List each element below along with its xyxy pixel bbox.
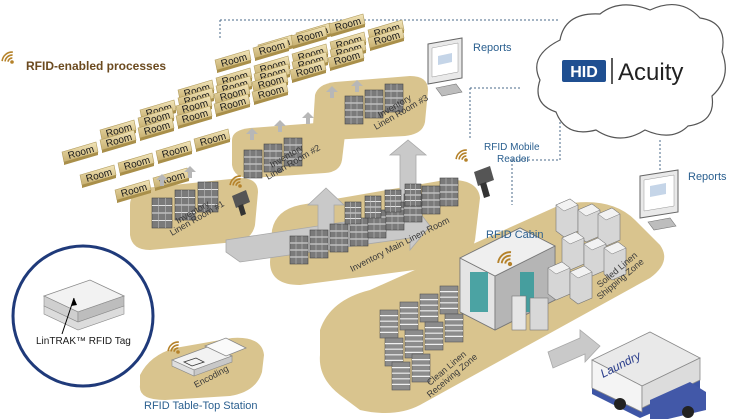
room-tile: Room <box>251 81 289 105</box>
shelf-unit <box>364 195 382 219</box>
room-tile: Room <box>137 117 175 141</box>
room-tile: Room <box>327 47 365 71</box>
room-tile: Room <box>155 140 193 164</box>
rack <box>384 337 404 367</box>
diagram-title: RFID-enabled processes <box>26 59 166 73</box>
rack <box>399 301 419 331</box>
shelf-unit <box>283 137 303 167</box>
rack <box>424 321 444 351</box>
mobile-reader-line2: Reader <box>497 154 530 165</box>
reports-monitor-right-icon <box>639 169 679 231</box>
flow-arrow-small <box>246 128 258 140</box>
laundry-truck-icon: Laundry <box>591 331 706 419</box>
shelf-unit <box>197 181 219 213</box>
tabletop-label: RFID Table-Top Station <box>144 400 258 412</box>
shelf-unit <box>309 229 329 259</box>
hid-logo-box <box>562 60 606 82</box>
cart <box>547 261 571 301</box>
rack <box>439 285 459 315</box>
shelf-unit <box>263 143 283 173</box>
cart <box>603 241 627 281</box>
room-tile: Room <box>367 27 405 51</box>
rfid-wave-icon <box>229 175 242 188</box>
rack <box>411 353 431 383</box>
room-tile: Room <box>214 49 252 73</box>
tag-label: LinTRAK™ RFID Tag <box>36 336 131 347</box>
shelf-unit <box>289 235 309 265</box>
room-tile: Room <box>252 37 290 61</box>
tabletop-station-icon <box>170 337 247 377</box>
room-tile: Room <box>79 164 117 188</box>
shelf-unit <box>344 95 364 125</box>
shelving-units <box>151 83 459 265</box>
room-grid: RoomRoomRoomRoomRoomRoomRoomRoomRoomRoom… <box>61 13 405 203</box>
room-tile: Room <box>99 129 137 153</box>
rack <box>379 309 399 339</box>
soiled-linen-carts-icon <box>547 198 627 305</box>
cabin-label: RFID Cabin <box>486 229 543 241</box>
rack <box>404 329 424 359</box>
flow-arrow-small <box>351 80 363 92</box>
flow-arrow-small <box>274 120 286 132</box>
room-tile: Room <box>61 141 99 165</box>
room-tile: Room <box>328 13 366 37</box>
cart <box>569 265 593 305</box>
shelf-unit <box>384 83 404 113</box>
shelf-unit <box>151 197 173 229</box>
flow-arrow-small <box>184 166 196 178</box>
rfid-wave-icon <box>1 51 14 64</box>
reports-monitor-top-icon <box>427 37 463 97</box>
rfid-cabin-icon <box>459 227 556 331</box>
rack <box>391 361 411 391</box>
mobile-reader-icon-small <box>232 190 250 216</box>
shelf-unit <box>243 149 263 179</box>
room-tile: Room <box>289 59 327 83</box>
rack <box>444 313 464 343</box>
room-tile: Room <box>290 25 328 49</box>
shelf-unit <box>344 201 362 225</box>
rfid-wave-icon <box>455 149 468 162</box>
hid-brand: HID <box>570 64 598 81</box>
room-tile: Room <box>114 179 152 203</box>
shelf-unit <box>174 189 196 221</box>
room-tile: Room <box>213 93 251 117</box>
flow-arrow-small <box>326 86 338 98</box>
clean-linen-racks-icon <box>379 285 464 391</box>
mobile-reader-icon <box>474 166 494 198</box>
rfid-tag-callout <box>11 244 155 388</box>
reports-label-top: Reports <box>473 42 512 54</box>
shelf-unit <box>421 185 441 215</box>
rfid-wave-icon <box>497 251 513 267</box>
shelf-unit <box>439 177 459 207</box>
flow-arrow-small <box>156 174 168 186</box>
room-flow-arrows <box>156 80 363 186</box>
reports-label-right: Reports <box>688 171 727 183</box>
room-tile: Room <box>117 152 155 176</box>
shelf-unit <box>329 223 349 253</box>
cart <box>555 198 579 238</box>
cart <box>577 203 601 243</box>
rfid-wave-icon <box>167 341 180 354</box>
shelf-unit <box>404 183 422 207</box>
cart <box>561 231 585 271</box>
flow-arrow-small <box>302 112 314 124</box>
rack <box>419 293 439 323</box>
acuity-cloud: HID Acuity <box>536 3 726 139</box>
hid-product: Acuity <box>618 59 683 86</box>
shelf-unit <box>364 89 384 119</box>
room-tile: Room <box>175 105 213 129</box>
mobile-reader-line1: RFID Mobile <box>484 142 540 153</box>
shelf-unit <box>384 189 402 213</box>
room-tile: Room <box>193 128 231 152</box>
cart <box>583 237 607 277</box>
